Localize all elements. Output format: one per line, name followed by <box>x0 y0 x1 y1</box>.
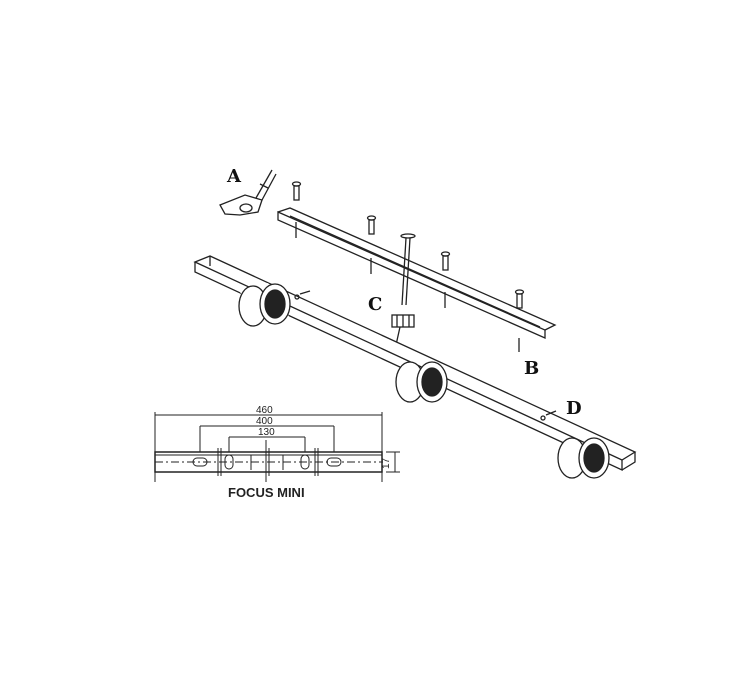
label-b: B <box>524 358 539 379</box>
spotlight-3 <box>557 437 610 479</box>
dim-400: 400 <box>256 416 273 427</box>
dimension-drawing <box>154 412 400 482</box>
dim-17: 17 <box>381 457 392 469</box>
dim-460: 460 <box>256 405 273 416</box>
product-caption: FOCUS MINI <box>228 485 305 500</box>
mounting-bracket-b <box>277 207 557 339</box>
screw-d <box>294 290 557 421</box>
spotlight-2 <box>395 361 448 403</box>
dim-130: 130 <box>258 427 275 438</box>
wall-plugs <box>291 181 525 352</box>
tool-a-illustration <box>219 169 277 216</box>
label-d: D <box>566 398 582 419</box>
spotlight-1 <box>238 283 291 328</box>
label-c: C <box>368 294 382 315</box>
label-a: A <box>226 166 242 187</box>
connector-c <box>391 233 416 346</box>
